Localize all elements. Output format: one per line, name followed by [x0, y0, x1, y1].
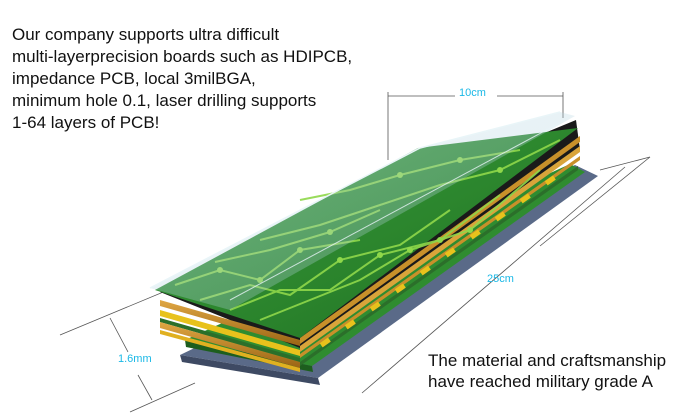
intro-line-5: 1-64 layers of PCB!	[12, 113, 160, 132]
intro-line-3: impedance PCB, local 3milBGA,	[12, 69, 256, 88]
gold-pads	[319, 175, 556, 348]
dimension-width-label: 10cm	[459, 87, 486, 99]
intro-line-4: minimum hole 0.1, laser drilling support…	[12, 91, 317, 110]
dimension-length-label: 25cm	[487, 273, 514, 285]
intro-paragraph: Our company supports ultra difficult mul…	[12, 24, 412, 134]
footnote-paragraph: The material and craftsmanship have reac…	[428, 350, 690, 392]
dimension-thickness-label: 1.6mm	[118, 353, 152, 365]
footnote-line-1: The material and craftsmanship	[428, 351, 667, 370]
footnote-line-2: have reached military grade A	[428, 372, 653, 391]
intro-line-1: Our company supports ultra difficult	[12, 25, 280, 44]
glass-cover	[149, 111, 575, 310]
dimension-lines	[59, 92, 651, 413]
intro-line-2: multi-layerprecision boards such as HDIP…	[12, 47, 353, 66]
